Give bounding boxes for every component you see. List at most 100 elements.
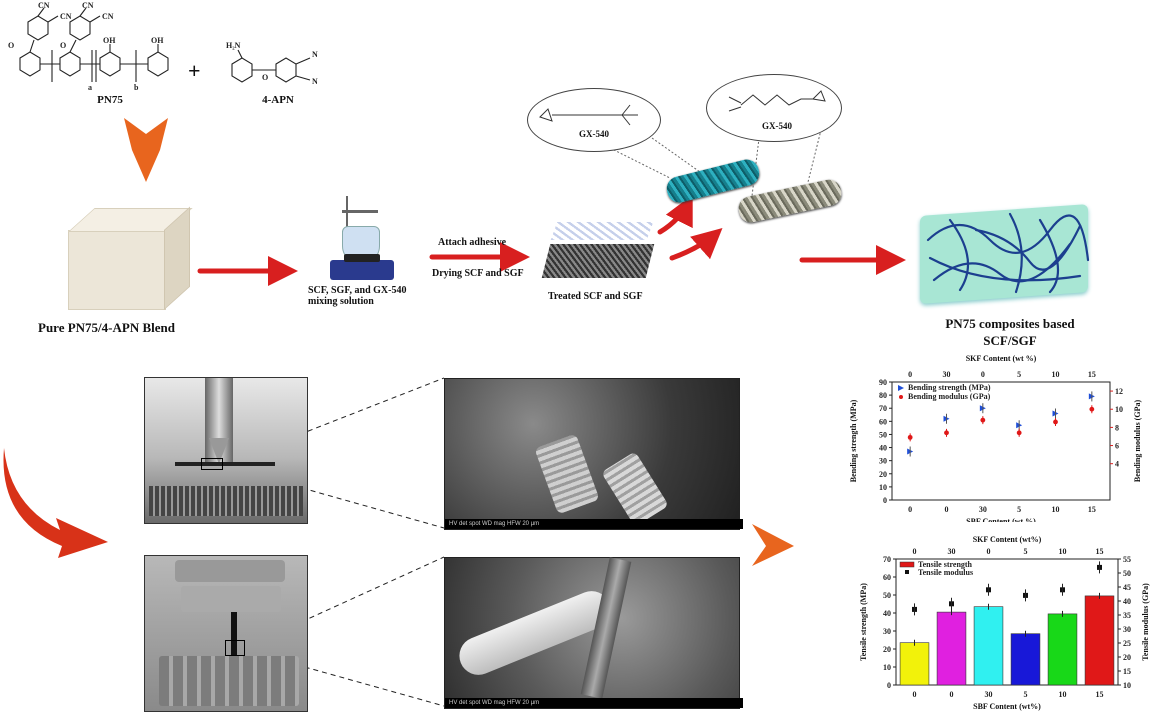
y-tick-label: 0 [883,496,887,505]
bending-test-photo [144,377,308,524]
h2n-label: H₂N [226,41,241,50]
top-tick-label: 15 [1096,547,1104,556]
x-tick-label: 30 [979,505,987,514]
top-tick-label: 10 [1059,547,1067,556]
x-tick-label: 10 [1059,690,1067,699]
plus-sign: + [188,58,201,83]
y2-tick-label: 55 [1123,555,1131,564]
legend-swatch-modulus [899,395,903,399]
top-tick-label: 0 [913,547,917,556]
top-tick-label: 5 [1024,547,1028,556]
x-tick-label: 0 [945,505,949,514]
y2-tick-label: 8 [1115,423,1119,432]
x-tick-label: 5 [1024,690,1028,699]
n-label-2: N [312,77,318,86]
y-tick-label: 30 [883,627,891,636]
top-tick-label: 5 [1017,370,1021,379]
bending-chart: SKF Content (wt %) SBF Content (wt %) Bend… [849,354,1142,522]
y-tick-label: 40 [883,609,891,618]
legend-strength: Tensile strength [918,560,973,569]
composite-block [920,200,1090,304]
treated-label: Treated SCF and SGF [548,291,643,302]
y-tick-label: 50 [883,591,891,600]
cn-label-3: CN [82,1,94,10]
x-tick-label: 0 [908,505,912,514]
right-chevron-arrow [752,524,794,566]
y2-tick-label: 25 [1123,639,1131,648]
x-axis-label: SBF Content (wt%) [973,702,1041,711]
y2-tick-label: 45 [1123,583,1131,592]
y2-tick-label: 35 [1123,611,1131,620]
sem-info-bar-2: HV det spot WD mag HFW 20 μm [445,698,743,708]
y-tick-label: 40 [879,444,887,453]
pure-blend-label: Pure PN75/4-APN Blend [38,320,175,335]
top-tick-label: 15 [1088,370,1096,379]
cn-label-4: CN [102,12,114,21]
attach-label: Attach adhesive [438,237,507,248]
y-tick-label: 30 [879,457,887,466]
pn75-label: PN75 [97,94,123,106]
gx540-callout-2: GX-540 [706,74,842,142]
fiber-network [926,212,1090,294]
left-curved-arrow [3,448,108,558]
o-label-2: O [60,41,66,50]
y-tick-label: 80 [879,391,887,400]
y-tick-label: 50 [879,430,887,439]
y-tick-label: 20 [883,645,891,654]
sub-a: a [88,83,92,92]
legend-modulus: Tensile modulus [918,568,973,577]
y2-axis-label: Tensile modulus (GPa) [1141,583,1150,661]
legend-swatch-modulus [905,570,909,574]
y2-tick-label: 50 [1123,569,1131,578]
bar [936,611,967,686]
pn75-structure [19,7,169,82]
y2-tick-label: 4 [1115,460,1119,469]
pure-blend-cube [68,206,193,310]
bar [899,642,930,686]
top-tick-label: 0 [981,370,985,379]
plot-frame [891,381,1111,501]
gx540-label-2: GX-540 [762,121,792,131]
legend-strength: Bending strength (MPa) [908,383,991,392]
sem-image-bending: HV det spot WD mag HFW 20 μm [444,378,743,530]
y-tick-label: 90 [879,378,887,387]
y-tick-label: 70 [883,555,891,564]
composites-label: PN75 composites based SCF/SGF [945,316,1075,348]
cn-label-2: CN [60,12,72,21]
x-axis-label: SBF Content (wt %) [966,517,1036,522]
top-tick-label: 0 [908,370,912,379]
plot-frame [895,558,1119,686]
apn-label: 4-APN [262,94,294,106]
y-tick-label: 20 [879,470,887,479]
o-label-3: O [262,73,268,82]
down-chevron-arrow [124,118,168,182]
bar [973,606,1004,686]
top-tick-label: 30 [948,547,956,556]
magnetic-stirrer [326,196,406,284]
y2-tick-label: 15 [1123,667,1131,676]
x-tick-label: 5 [1017,505,1021,514]
x-tick-label: 15 [1096,690,1104,699]
y2-axis-label: Bending modulus (GPa) [1133,400,1142,483]
oh-label-1: OH [103,36,116,45]
gx540-molecule-1 [539,104,638,126]
x-tick-label: 30 [985,690,993,699]
legend-modulus: Bending modulus (GPa) [908,392,991,401]
gx540-molecule-2 [728,90,826,112]
bar [1047,613,1078,686]
chart-top-title: SKF Content (wt %) [966,354,1037,363]
sub-b: b [134,83,139,92]
sem-info-bar-1: HV det spot WD mag HFW 20 μm [445,519,743,529]
top-tick-label: 0 [987,547,991,556]
y2-tick-label: 20 [1123,653,1131,662]
top-tick-label: 30 [943,370,951,379]
y2-tick-label: 10 [1115,405,1123,414]
y-tick-label: 60 [879,417,887,426]
gx540-label-1: GX-540 [579,129,609,139]
o-label-1: O [8,41,14,50]
y-tick-label: 60 [883,573,891,582]
gx540-callout-1: GX-540 [527,88,661,152]
legend-swatch-strength [899,561,915,568]
n-label-1: N [312,50,318,59]
